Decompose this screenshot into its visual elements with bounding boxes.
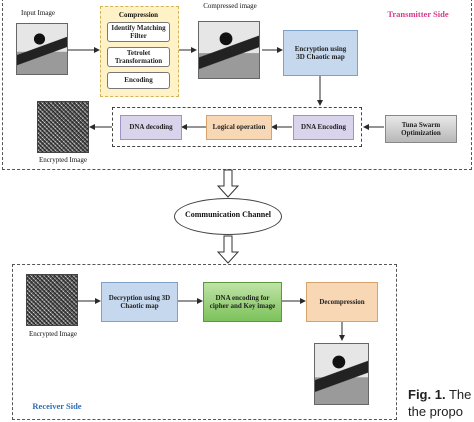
encryption-box: Encryption using 3D Chaotic map xyxy=(283,30,358,76)
hollow-arrow-to-receiver xyxy=(218,236,238,263)
compressed-image-label: Compressed image xyxy=(200,3,260,11)
dna-encoding-cipher-box: DNA encoding for cipher and Key image xyxy=(203,282,282,322)
compression-title: Compression xyxy=(100,12,177,20)
transmitter-title: Transmitter Side xyxy=(372,10,464,19)
caption-fig-number: Fig. 1. xyxy=(408,387,446,402)
dna-decoding-box: DNA decoding xyxy=(120,115,182,140)
compression-step-encoding: Encoding xyxy=(107,72,170,89)
tuna-swarm-box: Tuna Swarm Optimization xyxy=(385,115,457,143)
receiver-title: Receiver Side xyxy=(22,402,92,411)
caption-line1-text: Fig. 1. The xyxy=(408,387,471,402)
encrypted-image-rx xyxy=(26,274,78,326)
caption-line2-text: the propo xyxy=(408,404,463,419)
decryption-box: Decryption using 3D Chaotic map xyxy=(101,282,178,322)
hollow-arrow-to-channel xyxy=(218,170,238,197)
output-image xyxy=(314,343,369,405)
communication-channel-label: Communication Channel xyxy=(174,211,282,220)
input-image-label: Input Image xyxy=(8,10,68,18)
encrypted-image-tx-label: Encrypted Image xyxy=(26,157,100,165)
encrypted-image-tx xyxy=(37,101,89,153)
logical-operation-box: Logical operation xyxy=(206,115,272,140)
encrypted-image-rx-label: Encrypted Image xyxy=(16,331,90,339)
compression-step-filter: Identify Matching Filter xyxy=(107,22,170,42)
figure-caption-line1: Fig. 1. The xyxy=(408,387,474,402)
input-image xyxy=(16,23,68,75)
dna-encoding-box: DNA Encoding xyxy=(293,115,354,140)
compressed-image xyxy=(198,21,260,79)
decompression-box: Decompression xyxy=(306,282,378,322)
figure-caption-line2: the propo xyxy=(408,404,474,419)
compression-step-tetrolet: Tetrolet Transformation xyxy=(107,47,170,67)
